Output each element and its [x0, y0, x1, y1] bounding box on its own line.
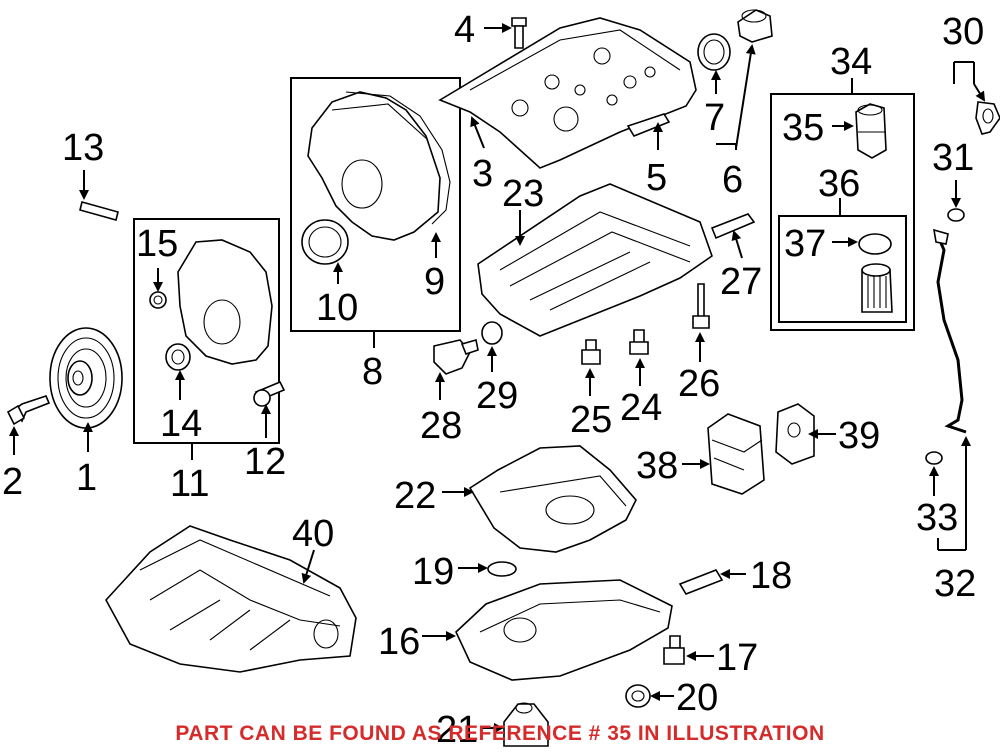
oil-filter-element-part [861, 263, 893, 313]
dipstick-tube-part [933, 228, 967, 434]
group-box-timing-cover [290, 77, 461, 332]
callout-8: 8 [362, 351, 383, 393]
crankshaft-pulley-part [49, 327, 123, 429]
callout-20: 20 [676, 677, 718, 719]
cover-gasket-part [345, 91, 451, 225]
callout-31: 31 [932, 137, 974, 179]
callout-15: 15 [136, 223, 178, 265]
short-bolt-part [581, 339, 601, 365]
callout-34: 34 [830, 41, 872, 83]
callout-39: 39 [838, 415, 880, 457]
oil-baffle-plate-part [468, 445, 637, 553]
head-bolt-part [692, 283, 710, 329]
callout-13: 13 [62, 127, 104, 169]
callout-2: 2 [2, 461, 23, 503]
camshaft-seal-part [149, 291, 167, 309]
callout-32: 32 [934, 563, 976, 605]
pulley-bolt-part [6, 395, 51, 426]
oil-cooler-part [707, 413, 765, 495]
front-engine-cover-part [177, 239, 273, 365]
oil-pan-part [455, 579, 673, 681]
crankshaft-seal-part [165, 343, 191, 371]
callout-27: 27 [720, 261, 762, 303]
drain-plug-part [663, 635, 685, 665]
oil-filler-cap-part [737, 9, 773, 43]
filter-o-ring-part [858, 233, 892, 255]
oil-cap-seal-part [697, 33, 731, 71]
callout-12: 12 [244, 441, 286, 483]
callout-24: 24 [620, 387, 662, 429]
callout-3: 3 [472, 153, 493, 195]
oil-pump-o-ring-part [487, 561, 517, 577]
intake-manifold-part [105, 525, 357, 673]
group-box-front-cover [133, 218, 280, 444]
callout-38: 38 [636, 445, 678, 487]
callout-36: 36 [818, 163, 860, 205]
callout-21: 21 [436, 709, 478, 751]
callout-23: 23 [502, 173, 544, 215]
callout-14: 14 [160, 403, 202, 445]
oil-cooler-gasket-part [775, 403, 815, 465]
upper-timing-cover-part [307, 91, 441, 241]
oil-level-sensor-part [678, 569, 724, 595]
stud-bolt-part [629, 329, 649, 355]
dipstick-handle-part [975, 101, 1000, 135]
callout-33: 33 [916, 497, 958, 539]
group-box-oil-filter-element [778, 215, 907, 323]
leader-lines [9, 23, 986, 733]
callout-6: 6 [722, 159, 743, 201]
dowel-sleeve-part [79, 201, 119, 221]
callout-10: 10 [316, 287, 358, 329]
callout-17: 17 [716, 637, 758, 679]
breather-fitting-part [626, 113, 671, 137]
callout-4: 4 [454, 9, 475, 51]
callout-11: 11 [170, 463, 209, 505]
callout-22: 22 [394, 475, 436, 517]
reference-note: PART CAN BE FOUND AS REFERENCE # 35 IN I… [175, 722, 825, 745]
callout-37: 37 [784, 223, 826, 265]
dipstick-seal-part [947, 208, 965, 222]
group-box-oil-filter-housing [770, 93, 915, 331]
cylinder-head-part [477, 183, 713, 337]
tube-o-ring-part [925, 451, 943, 465]
callout-9: 9 [424, 261, 445, 303]
cover-bolt-part [253, 380, 286, 407]
callout-5: 5 [646, 157, 667, 199]
callout-30: 30 [942, 11, 984, 53]
callout-25: 25 [570, 399, 612, 441]
valve-cover-part [438, 17, 697, 169]
callout-35: 35 [782, 107, 824, 149]
callout-1: 1 [76, 457, 97, 499]
callout-29: 29 [476, 375, 518, 417]
head-sensor-part [710, 213, 756, 240]
fitting-o-ring-part [481, 321, 503, 345]
valve-cover-bolt-part [511, 17, 527, 49]
callout-7: 7 [704, 97, 725, 139]
oil-pump-part [503, 702, 549, 747]
sealing-plug-part [625, 684, 651, 708]
callout-26: 26 [678, 363, 720, 405]
cover-seal-ring-part [301, 219, 349, 265]
callout-19: 19 [412, 551, 454, 593]
callout-28: 28 [420, 405, 462, 447]
oil-filter-housing-cap-part [855, 103, 887, 159]
coolant-fitting-part [433, 338, 479, 375]
callout-40: 40 [292, 513, 334, 555]
callout-18: 18 [750, 555, 792, 597]
callout-16: 16 [378, 621, 420, 663]
